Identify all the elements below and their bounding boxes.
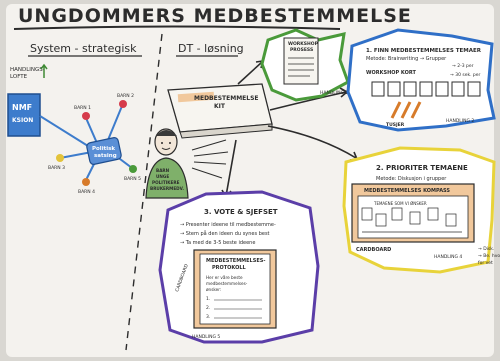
- workshop-cards: [371, 81, 481, 97]
- protocol-item: 2.: [206, 305, 210, 311]
- kompass-title: MEDBESTEMMELSES KOMPASS: [364, 188, 450, 194]
- step1-title: 1. FINN MEDBESTEMMELSES TEMAER: [366, 48, 482, 54]
- protocol-write-lines: [214, 299, 262, 319]
- arrow-up-icon: [40, 63, 48, 78]
- hub-label: Politisk satsing: [92, 146, 117, 159]
- page-title: UNGDOMMERS MEDBESTEMMELSE: [18, 5, 412, 27]
- step2-caption: HANDLING 4: [434, 254, 462, 260]
- protocol-line: Her er våre beste: [206, 275, 243, 280]
- step1-card-label: WORKSHOP KORT: [366, 70, 416, 76]
- step3-line: → Ta med de 3-5 beste ideene: [180, 240, 255, 246]
- kompass-cards: [361, 207, 457, 227]
- step3-title: 3. VOTE & SJEFSET: [204, 208, 278, 216]
- ministry-box: [7, 93, 41, 137]
- node-dot: [119, 100, 127, 108]
- persona-figure: [145, 128, 189, 199]
- protocol-item: 3.: [206, 314, 210, 320]
- corner-label: HANDLINGS- LOFTE: [10, 67, 47, 80]
- marker-icons: [390, 101, 422, 119]
- persona-label: BARN UNGE POLITIKERE BRUKERMEDV.: [150, 168, 184, 191]
- corner-label-line: HANDLINGS-: [10, 67, 45, 73]
- flow-arrows: [221, 60, 359, 199]
- node-dot: [129, 165, 137, 173]
- step1-item: TUSJER: [386, 122, 405, 128]
- right-header: DT - løsning: [178, 42, 244, 55]
- step1-method: Metode: Brainwriting → Grupper: [366, 56, 447, 62]
- ministry-box-text: NMF KSION: [12, 103, 35, 124]
- node-label: BARN 2: [117, 93, 134, 99]
- node-dot: [82, 178, 90, 186]
- protocol-title: MEDBESTEMMELSES- PROTOKOLL: [206, 258, 267, 271]
- node-dot: [56, 154, 64, 162]
- step2-method: Metode: Diskusjon i grupper: [376, 176, 447, 182]
- protocol-item: 1.: [206, 296, 210, 302]
- divider-line: [125, 33, 163, 351]
- step2-title: 2. PRIORITER TEMAENE: [376, 164, 468, 172]
- speech-lines: [191, 139, 229, 179]
- node-dot: [82, 112, 90, 120]
- node-label: BARN 1: [74, 105, 91, 111]
- workshop-sheet-lines: [288, 57, 314, 77]
- title-underline: [13, 25, 341, 30]
- step1-method2: → 2-3 per: [452, 63, 474, 69]
- node-label: BARN 4: [78, 189, 95, 195]
- kit-label: MEDBESTEMMELSE KIT: [194, 95, 261, 110]
- workshop-sheet-title: WORKSHOP PROSESS: [288, 41, 319, 53]
- workshop-caption: HANDLING 1: [320, 90, 348, 96]
- corner-label-line: LOFTE: [10, 74, 28, 80]
- step3-caption: HANDLING 5: [192, 334, 220, 340]
- protocol-line: medbestemmelses-: [206, 281, 248, 286]
- step2-note: → Disk. → Be. hvor for vet: [478, 246, 500, 266]
- node-label: BARN 3: [48, 165, 65, 171]
- step3-line: → Presenter ideene til medbestemme-: [180, 222, 276, 228]
- step1-note: → 30 sek. per: [450, 72, 481, 78]
- step1-blob: [346, 28, 496, 132]
- kit-box: [167, 83, 273, 139]
- kompass-subtitle: TEMAENE SOM VI ØNSKER: [373, 201, 427, 206]
- step2-material: CARDBOARD: [356, 247, 391, 253]
- left-header: System - strategisk: [30, 42, 137, 55]
- step3-line: → Stem på den ideen du synes best: [180, 230, 270, 237]
- hub-box: [86, 137, 122, 165]
- node-label: BARN 5: [124, 176, 141, 182]
- protocol-sheet: [199, 253, 271, 325]
- step1-caption: HANDLING 2: [446, 118, 474, 124]
- protocol-line: ønsker:: [206, 287, 221, 292]
